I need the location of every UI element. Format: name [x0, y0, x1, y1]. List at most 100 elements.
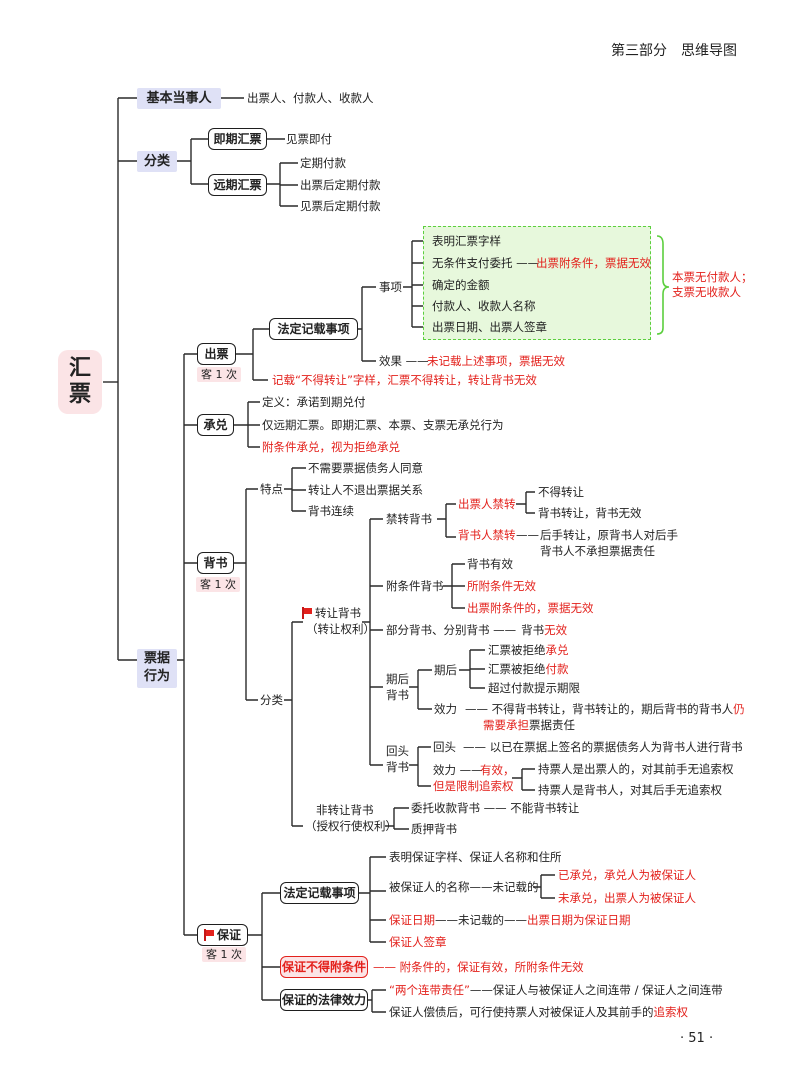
partial-endorsement: 部分背书、分别背书 ——背书无效: [386, 623, 567, 638]
drawer-prohibit: 出票人禁转: [458, 497, 516, 511]
collection-endorsement: 委托收款背书 —— 不能背书转让: [411, 801, 580, 815]
guarantee-accepted: 已承兑，承兑人为被保证人: [558, 868, 696, 882]
after-item: 汇票被拒绝付款: [488, 662, 569, 677]
guarantee-date-dash: ——未记载的——: [435, 913, 527, 927]
guarantee-unaccepted: 未承兑，出票人为被保证人: [558, 891, 696, 905]
node-basic-parties: 基本当事人: [137, 88, 221, 109]
flag-icon: [203, 929, 214, 941]
guarantee-label: 保证: [216, 928, 241, 942]
after-item: 汇票被拒绝承兑: [488, 643, 569, 658]
after-item-emph: 付款: [545, 662, 569, 676]
recourse-right: 追索权: [653, 1005, 689, 1019]
guarantee-date-default: 出票日期为保证日期: [527, 913, 631, 927]
issue-effect-label: 效果 ——: [379, 354, 429, 368]
after-label: 背书: [386, 688, 409, 702]
node-classification: 分类: [137, 151, 177, 172]
after-item-emph: 承兑: [545, 643, 569, 657]
node-sight-draft: 即期汇票: [208, 128, 267, 150]
transfer-endorsement-note: （转让权利）: [306, 622, 375, 636]
recourse-back-text: —— 以已在票据上签名的票据债务人为背书人进行背书: [463, 740, 743, 754]
guarantee-item: 被保证人的名称——未记载的: [389, 880, 539, 894]
node-instrument-acts: 票据 行为: [137, 649, 177, 688]
flag-icon: [302, 607, 312, 619]
pledge-endorsement: 质押背书: [411, 822, 457, 836]
after-effect: —— 不得背书转让，背书转让的，期后背书的背书人仍: [465, 702, 745, 717]
root-node: 汇票: [58, 350, 102, 414]
issue-conditional-invalid: 出票附条件的，票据无效: [467, 601, 594, 615]
guarantor-signature: 保证人签章: [389, 935, 447, 949]
root-label: 汇票: [68, 356, 91, 407]
transfer-endorsement: 转让背书: [302, 606, 361, 621]
recourse-effect-label: 效力 ——: [433, 763, 483, 777]
after-effect-label: 效力: [434, 702, 457, 716]
recourse-label: 回头: [386, 744, 409, 758]
issue-cond-invalid: 出票附条件，票据无效: [536, 256, 651, 270]
node-guarantee-legal-items: 法定记载事项: [280, 882, 359, 904]
after-effect-text: —— 不得背书转让，背书转让的，期后背书的背书人: [465, 702, 734, 716]
recourse-label: 背书: [386, 760, 409, 774]
endorser-prohibit-text: 后手转让，原背书人对后手: [540, 528, 678, 542]
endorser-prohibit-dash: ——: [516, 528, 539, 542]
feature-item: 不需要票据债务人同意: [308, 461, 423, 475]
holder-item: 持票人是背书人，对其后手无追索权: [538, 783, 722, 797]
after-item-text: 汇票被拒绝: [488, 643, 546, 657]
node-no-condition: 保证不得附条件: [280, 956, 368, 978]
issue-items-label: 事项: [379, 280, 402, 294]
usance-item: 见票后定期付款: [300, 199, 381, 213]
partial-invalid: 无效: [544, 623, 568, 637]
after-label: 期后: [386, 672, 409, 686]
acts-label-line: 行为: [143, 669, 170, 684]
endorser-prohibit-text: 背书人不承担票据责任: [540, 544, 655, 558]
endorser-prohibit: 背书人禁转: [458, 528, 516, 542]
joint-liability-text: ——保证人与被保证人之间连带 / 保证人之间连带: [469, 983, 723, 997]
conditional-label: 附条件背书: [386, 579, 444, 593]
acceptance-definition: 定义：承诺到期兑付: [262, 395, 366, 409]
feature-item: 转让人不退出票据关系: [308, 483, 423, 497]
partial-result: 背书: [521, 623, 545, 637]
after-effect-emph: 仍: [733, 702, 745, 716]
drawer-prohibit-item: 不得转让: [538, 485, 584, 499]
issue-item: 付款人、收款人名称: [432, 299, 536, 313]
issue-item: 表明汇票字样: [432, 234, 501, 248]
side-note: 支票无收款人: [672, 285, 741, 299]
guarantee-effect-line: 保证人偿债后，可行使持票人对被保证人及其前手的追索权: [389, 1005, 688, 1020]
recourse-text: 保证人偿债后，可行使持票人对被保证人及其前手的: [389, 1005, 654, 1019]
recourse-effect: 但是限制追索权: [433, 779, 514, 793]
recourse-back-label: 回头: [433, 740, 456, 754]
exam-tag: 客 1 次: [196, 577, 240, 592]
acceptance-conditional: 附条件承兑，视为拒绝承兑: [262, 440, 400, 454]
usance-item: 出票后定期付款: [300, 178, 381, 192]
holder-item: 持票人是出票人的，对其前手无追索权: [538, 762, 734, 776]
node-issue-legal-items: 法定记载事项: [269, 318, 358, 340]
guarantee-item: 表明保证字样、保证人名称和住所: [389, 850, 562, 864]
after-period-label: 期后: [434, 663, 457, 677]
page-number: · 51 ·: [680, 1031, 714, 1046]
conditional-valid: 背书有效: [467, 557, 513, 571]
node-usance-draft: 远期汇票: [208, 174, 267, 196]
prohibit-label: 禁转背书: [386, 512, 432, 526]
node-endorsement: 背书: [197, 552, 234, 574]
guarantee-effect-line: “两个连带责任”——保证人与被保证人之间连带 / 保证人之间连带: [389, 983, 723, 998]
conditional-invalid: 所附条件无效: [467, 579, 536, 593]
after-item-text: 汇票被拒绝: [488, 662, 546, 676]
issue-item: 无条件支付委托 ——: [432, 256, 540, 270]
after-effect-emph: 需要承担: [483, 718, 529, 732]
usance-item: 定期付款: [300, 156, 346, 170]
non-transfer-note: （授权行使权利）: [305, 819, 397, 833]
non-transfer-endorsement: 非转让背书: [316, 803, 374, 817]
after-item: 超过付款提示期限: [488, 681, 580, 695]
feature-item: 背书连续: [308, 504, 354, 518]
side-note: 本票无付款人；: [672, 270, 753, 284]
acts-label-line: 票据: [143, 651, 170, 666]
joint-liability: “两个连带责任”: [389, 983, 470, 997]
node-issue: 出票: [197, 343, 236, 365]
required-items-box: [423, 226, 651, 340]
transfer-endorsement-label: 转让背书: [315, 606, 361, 620]
drawer-prohibit-item: 背书转让，背书无效: [538, 506, 642, 520]
exam-tag: 客 1 次: [197, 367, 241, 382]
node-guarantee-effect: 保证的法律效力: [280, 989, 368, 1011]
issue-item: 确定的金额: [432, 278, 490, 292]
recourse-effect: 有效，: [480, 763, 515, 777]
issue-item: 出票日期、出票人签章: [432, 320, 547, 334]
no-transfer-note: 记载“不得转让”字样，汇票不得转让，转让背书无效: [272, 373, 537, 387]
